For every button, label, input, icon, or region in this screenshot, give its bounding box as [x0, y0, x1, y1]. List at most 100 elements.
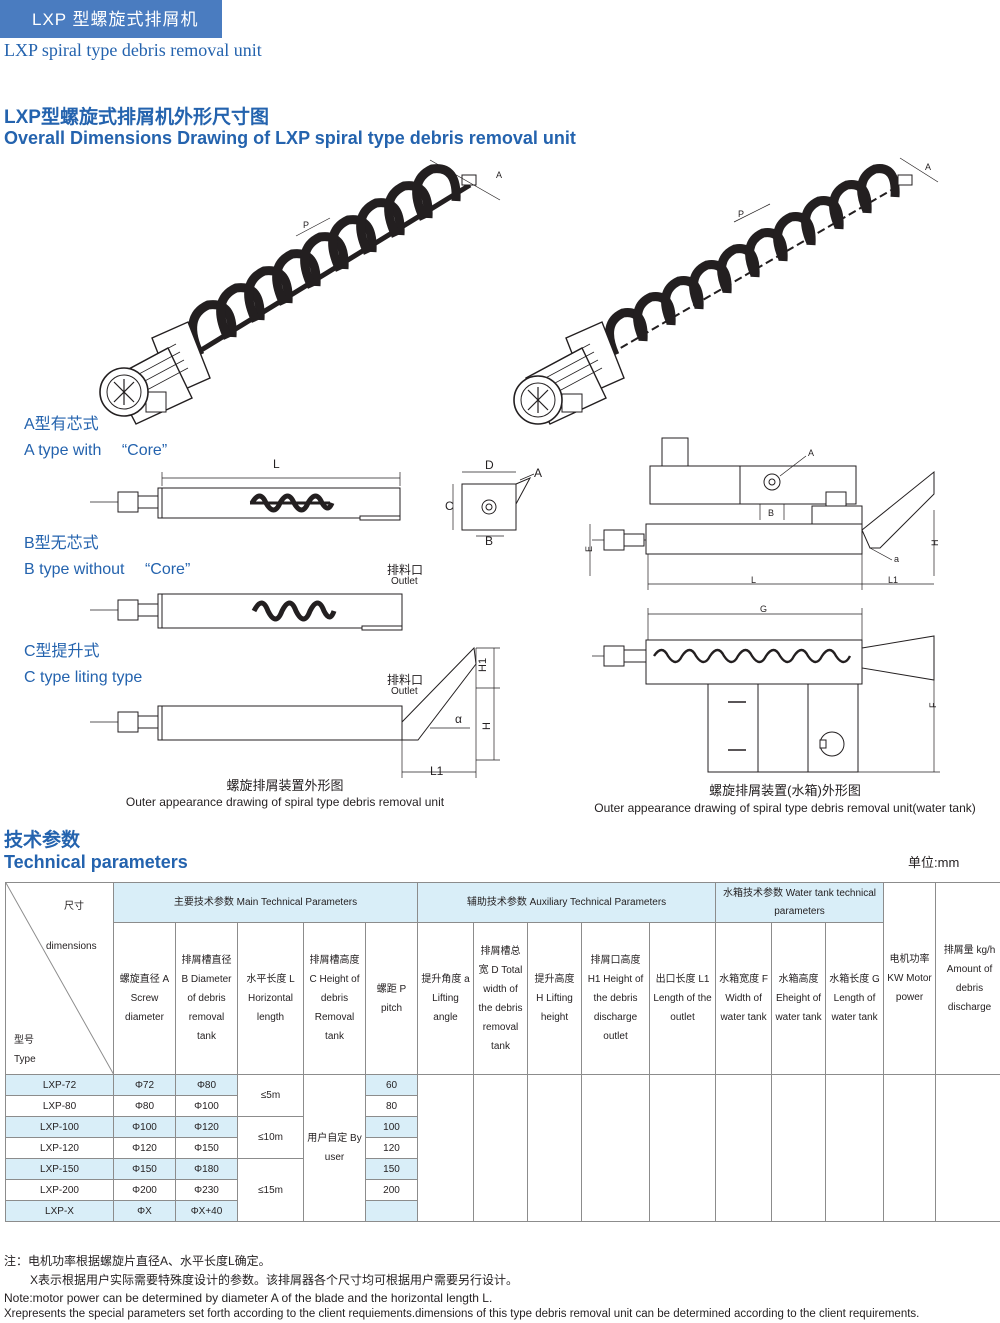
cell-empty: [825, 1074, 885, 1222]
cell-pitch: [365, 1200, 418, 1222]
cell-pitch: 80: [365, 1095, 418, 1117]
label-a-left: A: [496, 170, 502, 180]
label-h1-c: H1: [477, 658, 489, 672]
table-row: LXP-80 Φ80 Φ100 80: [5, 1095, 1000, 1117]
cell-empty: [771, 1074, 827, 1222]
table-row: LXP-X ΦX ΦX+40: [5, 1200, 1000, 1222]
cell-type: LXP-X: [5, 1200, 114, 1222]
label-alpha: α: [455, 712, 462, 726]
label-l1-tank: L1: [888, 575, 898, 585]
table-row: LXP-150 Φ150 Φ180 ≤15m 150: [5, 1158, 1000, 1222]
note-cn-2: X表示根据用户实际需要特殊度设计的参数。该排屑器各个尺寸均可根据用户需要另行设计…: [30, 1273, 519, 1287]
tech-title-cn: 技术参数: [4, 830, 81, 851]
cell-b: Φ100: [175, 1095, 238, 1117]
corner-dimension-cn: 尺寸: [64, 901, 84, 912]
caption-left-en: Outer appearance drawing of spiral type …: [125, 795, 445, 809]
cell-type: LXP-80: [5, 1095, 114, 1117]
cell-pitch: 100: [365, 1116, 418, 1138]
label-l-a: L: [273, 457, 280, 471]
label-h-tank: H: [930, 540, 940, 547]
cell-length-group: ≤10m: [237, 1116, 304, 1159]
corner-dimension-en: dimensions: [46, 941, 97, 952]
col-outlet-length: 出口长度 L1 Length of the outlet: [648, 922, 717, 1075]
col-motor-power: 电机功率 KW Motor power: [883, 882, 937, 1075]
label-outlet-cn-b: 排料口: [387, 563, 423, 577]
type-a-label-en: A type with “Core”: [24, 442, 168, 459]
cell-a: Φ80: [113, 1095, 176, 1117]
type-b-label-cn: B型无芯式: [24, 535, 99, 552]
col-horizontal-length: 水平长度 L Horizontal length: [237, 922, 304, 1075]
label-f: F: [928, 702, 938, 708]
col-outlet-height: 排屑口高度 H1 Height of the debris discharge …: [581, 922, 650, 1075]
cell-b: ΦX+40: [175, 1200, 238, 1222]
label-outlet-en-b: Outlet: [391, 576, 418, 587]
cell-type: LXP-72: [5, 1074, 114, 1096]
cell-a: Φ200: [113, 1179, 176, 1201]
label-h-c: H: [481, 722, 493, 730]
label-l1-c: L1: [430, 764, 444, 778]
caption-left-cn: 螺旋排屑装置外形图: [226, 778, 344, 793]
cell-a: Φ100: [113, 1116, 176, 1138]
col-lifting-height: 提升高度 H Lifting height: [527, 922, 582, 1075]
type-b-label-en: B type without “Core”: [24, 561, 191, 578]
label-outlet-en-c: Outlet: [391, 686, 418, 697]
cell-b: Φ230: [175, 1179, 238, 1201]
cell-length-group: ≤15m: [237, 1158, 304, 1222]
spiral-illustration-left: [99, 159, 501, 425]
col-total-width: 排屑槽总宽 D Total width of the debris remova…: [473, 922, 528, 1075]
cell-length-group: ≤5m: [237, 1074, 304, 1117]
header-tab: LXP 型螺旋式排屑机: [0, 0, 222, 38]
corner-type-en: Type: [14, 1054, 36, 1065]
cell-type: LXP-200: [5, 1179, 114, 1201]
corner-type-cn: 型号: [14, 1035, 34, 1046]
cell-pitch: 120: [365, 1137, 418, 1159]
table-row: LXP-200 Φ200 Φ230 200: [5, 1179, 1000, 1201]
group-tank-header: 水箱技术参数 Water tank technical parameters: [715, 882, 885, 923]
cell-pitch: 200: [365, 1179, 418, 1201]
cell-type: LXP-100: [5, 1116, 114, 1138]
spiral-illustration-right: [513, 157, 939, 425]
cross-section-view: [452, 471, 535, 537]
tech-title-en: Technical parameters: [4, 852, 188, 872]
col-tank-height: 排屑槽高度 C Height of debris Removal tank: [303, 922, 366, 1075]
cell-a: ΦX: [113, 1200, 176, 1222]
group-aux-header: 辅助技术参数 Auxiliary Technical Parameters: [416, 882, 717, 923]
side-view-c-type: [90, 646, 500, 778]
water-tank-side-view: [589, 437, 935, 590]
cell-a: Φ120: [113, 1137, 176, 1159]
corner-type: 型号 Type: [14, 1031, 36, 1069]
cell-empty: [935, 1074, 1000, 1222]
label-p-right: P: [738, 209, 744, 219]
col-tank-width: 水箱宽度 F Width of water tank: [715, 922, 773, 1075]
cell-b: Φ180: [175, 1158, 238, 1180]
table-row: LXP-100 Φ100 Φ120 ≤10m 100: [5, 1116, 1000, 1159]
type-c-label-cn: C型提升式: [24, 643, 100, 660]
cell-pitch: 60: [365, 1074, 418, 1096]
dimensions-title-cn: LXP型螺旋式排屑机外形尺寸图: [4, 107, 269, 128]
dimensions-title-en: Overall Dimensions Drawing of LXP spiral…: [4, 128, 576, 148]
caption-right-en: Outer appearance drawing of spiral type …: [594, 801, 976, 815]
col-screw-diameter: 螺旋直径 A Screw diameter: [113, 922, 176, 1075]
unit-label: 单位:mm: [908, 855, 960, 870]
label-e: E: [584, 546, 594, 552]
label-a-angle: a: [894, 554, 899, 564]
label-a-tank: A: [808, 448, 814, 458]
type-c-label-en: C type liting type: [24, 669, 143, 686]
cell-empty: [527, 1074, 582, 1222]
header-subtitle: LXP spiral type debris removal unit: [4, 40, 262, 60]
label-a-section: A: [534, 466, 542, 480]
col-tank-length: 水箱长度 G Length of water tank: [825, 922, 885, 1075]
caption-right-cn: 螺旋排屑装置(水箱)外形图: [709, 783, 861, 798]
cell-height-c: 用户自定 By user: [303, 1074, 366, 1222]
drawings-canvas: P A P A: [90, 157, 940, 778]
label-d: D: [485, 458, 494, 472]
cell-empty: [581, 1074, 650, 1222]
label-c: C: [445, 499, 454, 513]
water-tank-bottom-view: [592, 608, 940, 773]
cell-empty: [648, 1074, 717, 1222]
label-g: G: [760, 604, 767, 614]
cell-empty: [715, 1074, 773, 1222]
label-outlet-cn-c: 排料口: [387, 673, 423, 687]
col-pitch: 螺距 P pitch: [365, 922, 418, 1075]
